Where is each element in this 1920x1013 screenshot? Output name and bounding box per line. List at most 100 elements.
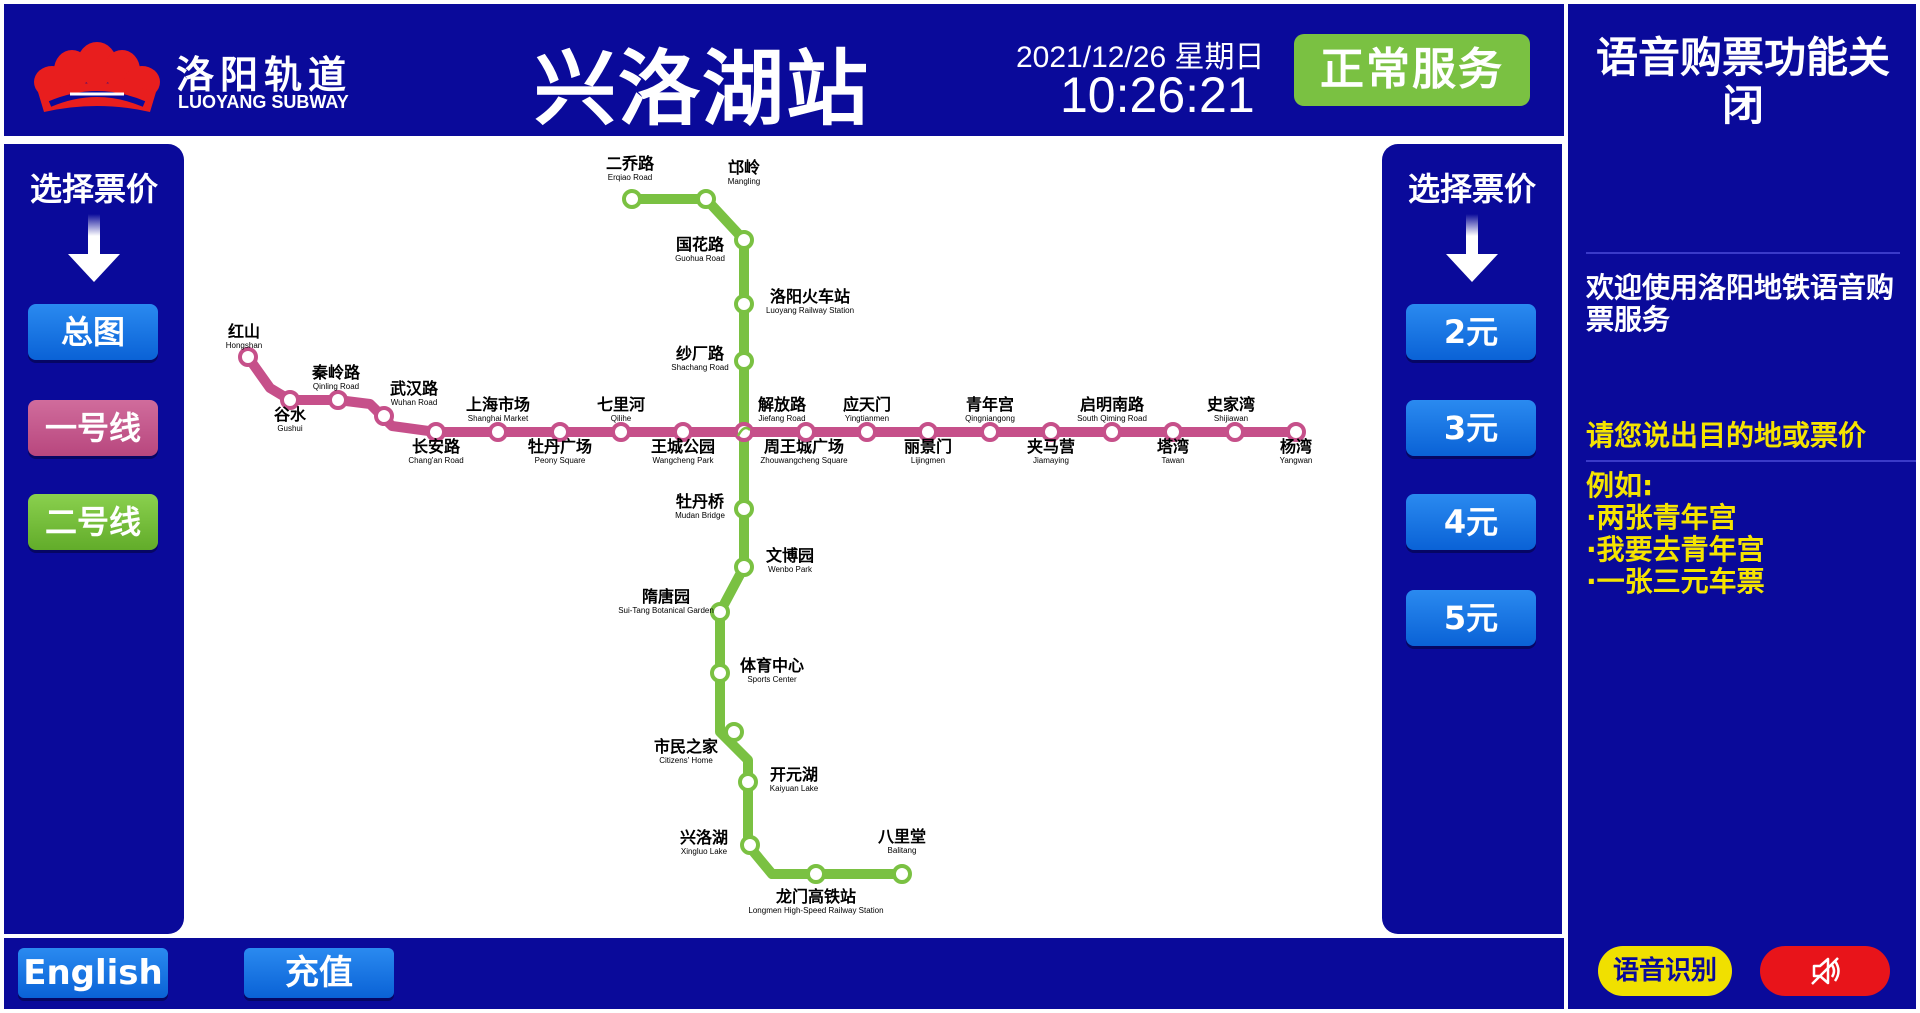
station-name: 体育中心 (740, 656, 804, 675)
luoyang-subway-logo (34, 42, 160, 112)
station-marker[interactable] (734, 351, 754, 371)
station-name: 谷水 (274, 405, 307, 424)
recharge-button[interactable]: 充值 (244, 948, 394, 998)
station-name: 牡丹广场 (528, 437, 592, 456)
voice-prompt: 请您说出目的地或票价 (1586, 414, 1916, 462)
station-name: 国花路 (676, 235, 725, 254)
station-marker[interactable] (622, 189, 642, 209)
station-name: 武汉路 (390, 379, 439, 398)
station-marker[interactable] (918, 422, 938, 442)
line-1-button[interactable]: 一号线 (28, 400, 158, 456)
station-name: 龙门高铁站 (775, 887, 856, 906)
station-name-en: Jiamaying (1033, 456, 1069, 465)
station-marker[interactable] (280, 390, 300, 410)
voice-examples: 例如: ·两张青年宫 ·我要去青年宫 ·一张三元车票 (1586, 470, 1906, 598)
station-marker[interactable] (238, 347, 258, 367)
station-marker[interactable] (1102, 422, 1122, 442)
transfer-station-marker[interactable] (734, 422, 754, 442)
station-marker[interactable] (734, 499, 754, 519)
station-marker[interactable] (1225, 422, 1245, 442)
station-name-en: Yangwan (1280, 456, 1313, 465)
station-marker[interactable] (734, 294, 754, 314)
price-2-button[interactable]: 2元 (1406, 304, 1536, 360)
header-bar: 洛阳轨道 LUOYANG SUBWAY 兴洛湖站 2021/12/26 星期日 … (4, 4, 1564, 137)
down-arrow-icon (1446, 214, 1498, 282)
voice-status-title: 语音购票功能关闭 (1595, 33, 1890, 130)
station-marker[interactable] (550, 422, 570, 442)
price-3-button[interactable]: 3元 (1406, 400, 1536, 456)
station-marker[interactable] (710, 663, 730, 683)
station-marker[interactable] (426, 422, 446, 442)
station-marker[interactable] (1286, 422, 1306, 442)
price-select-panel: 选择票价 2元 3元 4元 5元 (1382, 144, 1562, 934)
station-marker[interactable] (980, 422, 1000, 442)
station-name: 洛阳火车站 (770, 287, 850, 306)
station-name: 解放路 (758, 395, 807, 414)
overview-map-button[interactable]: 总图 (28, 304, 158, 360)
voice-panel: 语音购票功能关闭 欢迎使用洛阳地铁语音购票服务 请您说出目的地或票价 例如: ·… (1568, 4, 1916, 1009)
station-marker[interactable] (806, 864, 826, 884)
station-name: 丽景门 (904, 437, 952, 456)
price-5-button[interactable]: 5元 (1406, 590, 1536, 646)
station-marker[interactable] (1163, 422, 1183, 442)
station-name: 兴洛湖 (680, 828, 728, 847)
station-name-en: Mudan Bridge (675, 511, 725, 520)
station-marker[interactable] (738, 772, 758, 792)
station-marker[interactable] (734, 557, 754, 577)
station-name: 应天门 (843, 395, 891, 414)
station-marker[interactable] (611, 422, 631, 442)
station-marker[interactable] (740, 835, 760, 855)
station-name-en: Citizens' Home (659, 756, 713, 765)
station-name-en: Shanghai Market (468, 414, 529, 423)
station-name-en: Qinling Road (313, 382, 359, 391)
price-4-button[interactable]: 4元 (1406, 494, 1536, 550)
example-item: ·两张青年宫 (1586, 501, 1737, 534)
station-marker[interactable] (892, 864, 912, 884)
clock-label: 10:26:21 (1060, 67, 1255, 123)
footer-bar: English 充值 (4, 938, 1564, 1009)
station-name: 二乔路 (606, 154, 655, 173)
voice-recognition-button[interactable]: 语音识别 (1598, 946, 1732, 996)
station-name: 史家湾 (1207, 395, 1255, 414)
station-name: 邙岭 (728, 158, 760, 177)
station-name: 开元湖 (770, 765, 818, 784)
station-marker[interactable] (734, 230, 754, 250)
station-name: 塔湾 (1157, 437, 1189, 456)
station-name-en: Qingniangong (965, 414, 1015, 423)
station-marker[interactable] (696, 189, 716, 209)
station-name-en: Chang'an Road (408, 456, 463, 465)
down-arrow-icon (68, 214, 120, 282)
station-marker[interactable] (374, 406, 394, 426)
panel-heading: 选择票价 (29, 170, 158, 208)
station-name: 秦岭路 (311, 363, 361, 382)
welcome-text: 欢迎使用洛阳地铁语音购票服务 (1586, 271, 1895, 336)
station-marker[interactable] (488, 422, 508, 442)
station-marker[interactable] (328, 390, 348, 410)
station-marker[interactable] (673, 422, 693, 442)
station-marker[interactable] (857, 422, 877, 442)
page-title: 兴洛湖站 (534, 42, 871, 137)
station-name: 启明南路 (1080, 395, 1145, 414)
station-name: 八里堂 (877, 827, 926, 846)
station-name-en: Zhouwangcheng Square (760, 456, 848, 465)
speaker-muted-icon (1811, 957, 1840, 985)
examples-title: 例如: (1586, 469, 1654, 502)
station-marker[interactable] (1041, 422, 1061, 442)
station-name: 青年宫 (966, 395, 1014, 414)
station-name-en: Wuhan Road (391, 398, 438, 407)
line-2-button[interactable]: 二号线 (28, 494, 158, 550)
station-name: 红山 (228, 322, 260, 341)
station-name-en: Shijiawan (1214, 414, 1248, 423)
logo-text-chinese: 洛阳轨道 (176, 52, 353, 97)
mute-button[interactable] (1760, 946, 1890, 996)
station-marker[interactable] (796, 422, 816, 442)
station-name: 夹马营 (1027, 437, 1075, 456)
station-marker[interactable] (724, 722, 744, 742)
station-name: 杨湾 (1280, 437, 1312, 456)
english-button[interactable]: English (18, 948, 168, 998)
station-marker[interactable] (710, 602, 730, 622)
station-name: 王城公园 (651, 437, 715, 456)
station-name-en: Sports Center (747, 675, 797, 684)
voice-status-box: 语音购票功能关闭 (1586, 18, 1900, 254)
